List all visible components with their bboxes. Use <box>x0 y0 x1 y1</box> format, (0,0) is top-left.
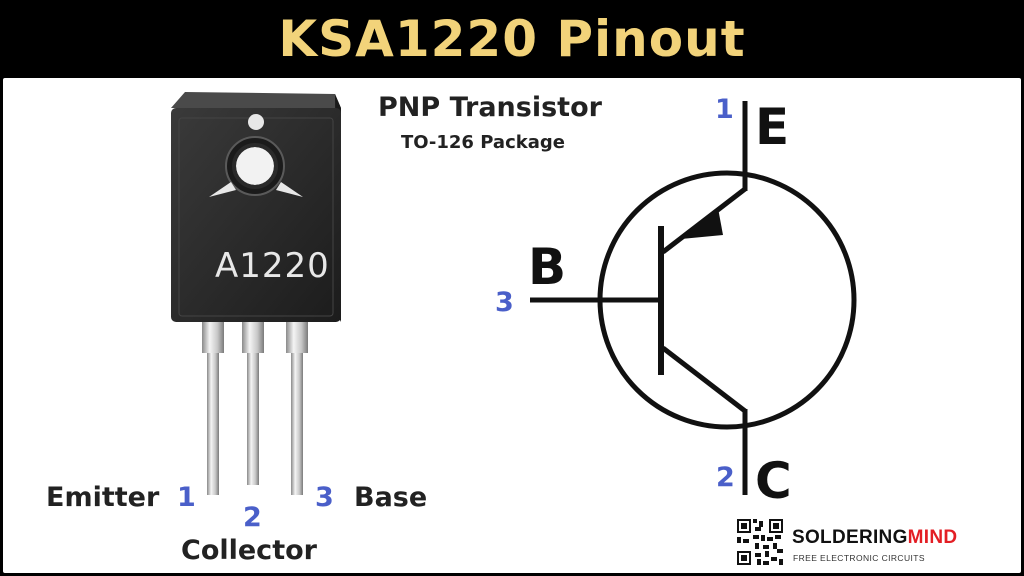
package-type-label: TO-126 Package <box>401 132 565 153</box>
package-marking: A1220 <box>215 246 330 286</box>
transistor-package-illustration <box>171 92 341 495</box>
pin-number-collector: 2 <box>243 502 262 533</box>
symbol-collector-number: 2 <box>716 462 735 493</box>
pin-number-base: 3 <box>315 482 334 513</box>
symbol-collector-letter: C <box>755 452 792 510</box>
solderingmind-logo: SOLDERINGMIND FREE ELECTRONIC CIRCUITS <box>737 517 1017 569</box>
title-banner: KSA1220 Pinout <box>0 0 1024 78</box>
pin-label-emitter: Emitter <box>46 482 160 513</box>
transistor-type-label: PNP Transistor <box>378 92 602 123</box>
symbol-emitter-letter: E <box>755 98 790 156</box>
brand-tagline: FREE ELECTRONIC CIRCUITS <box>793 553 925 563</box>
symbol-base-number: 3 <box>495 287 514 318</box>
qr-code-icon <box>737 519 783 565</box>
brand-part-soldering: SOLDERING <box>792 527 908 548</box>
brand-part-mind: MIND <box>907 527 958 548</box>
pin-label-base: Base <box>354 482 428 513</box>
symbol-base-letter: B <box>528 238 567 296</box>
pin-label-collector: Collector <box>181 535 317 566</box>
transistor-body <box>171 92 341 322</box>
pin-number-emitter: 1 <box>177 482 196 513</box>
symbol-emitter-number: 1 <box>715 94 734 125</box>
diagram-panel: A1220 PNP Transistor TO-126 Package Emit… <box>3 78 1021 573</box>
transistor-legs <box>202 315 308 495</box>
brand-name: SOLDERINGMIND <box>792 527 957 549</box>
page-title: KSA1220 Pinout <box>278 10 746 68</box>
